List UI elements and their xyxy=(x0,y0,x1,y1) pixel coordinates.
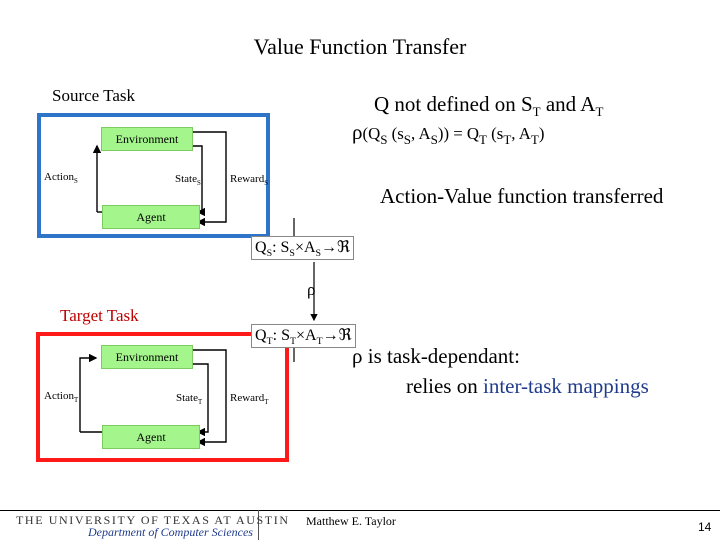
target-loop-lines xyxy=(79,349,227,447)
rho-equation: ρ(QS (sS, AS)) = QT (sT, AT) xyxy=(352,120,545,148)
source-action-label: ActionS xyxy=(44,171,78,186)
source-reward-label: RewardS xyxy=(230,173,269,188)
q-not-defined-text: Q not defined on ST and AT xyxy=(374,92,604,120)
rho-task-dependant-text: ρ is task-dependant: xyxy=(352,344,520,368)
footer-vertical-divider xyxy=(258,510,259,540)
source-state-label: StateS xyxy=(175,173,201,188)
source-environment-box: Environment xyxy=(101,127,193,151)
page-number: 14 xyxy=(698,520,712,534)
target-state-label: StateT xyxy=(176,392,203,407)
target-task-label: Target Task xyxy=(60,306,139,325)
footer-divider xyxy=(0,510,720,511)
qt-mapping-box: QT: ST×AT→ℜ xyxy=(251,324,356,349)
qs-mapping-box: QS: SS×AS→ℜ xyxy=(251,236,355,261)
source-agent-box: Agent xyxy=(102,205,200,229)
inter-task-mappings-text: inter-task mappings xyxy=(482,374,649,398)
relies-on-mappings-text: relies on inter-task mappings xyxy=(406,374,649,398)
rho-mapping-label: ρ xyxy=(307,280,316,299)
author-name: Matthew E. Taylor xyxy=(306,514,396,528)
target-environment-box: Environment xyxy=(101,345,193,369)
university-logo-text: THE UNIVERSITY OF TEXAS AT AUSTIN xyxy=(16,513,290,527)
target-agent-box: Agent xyxy=(102,425,200,449)
target-action-label: ActionT xyxy=(44,390,79,405)
slide-title: Value Function Transfer xyxy=(253,34,467,59)
department-logo-text: Department of Computer Sciences xyxy=(88,525,253,539)
target-reward-label: RewardT xyxy=(230,392,269,407)
action-value-transferred-text: Action-Value function transferred xyxy=(380,184,664,208)
source-task-label: Source Task xyxy=(52,86,136,105)
